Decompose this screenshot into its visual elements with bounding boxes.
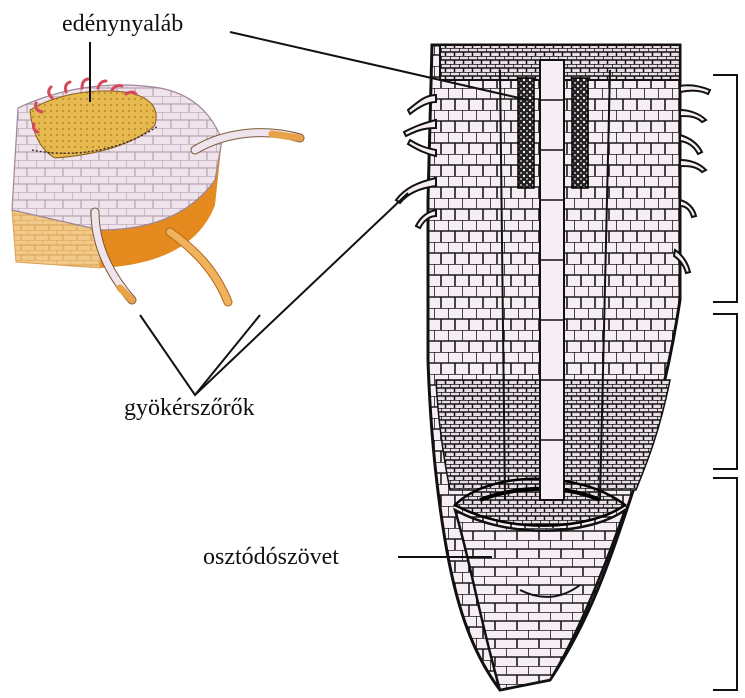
root-hairs-label: gyökérszőrők bbox=[124, 396, 255, 420]
root-cross-section bbox=[12, 79, 300, 302]
bracket-upper bbox=[713, 75, 737, 302]
bracket-lower bbox=[713, 478, 737, 690]
bracket-middle bbox=[713, 314, 737, 469]
leader-hairs-cross bbox=[140, 315, 260, 395]
root-longitudinal-section bbox=[396, 45, 710, 690]
meristem-label: osztódószövet bbox=[203, 545, 339, 569]
zone-brackets bbox=[713, 75, 737, 690]
vascular-bundle-label: edénynyaláb bbox=[62, 12, 183, 36]
